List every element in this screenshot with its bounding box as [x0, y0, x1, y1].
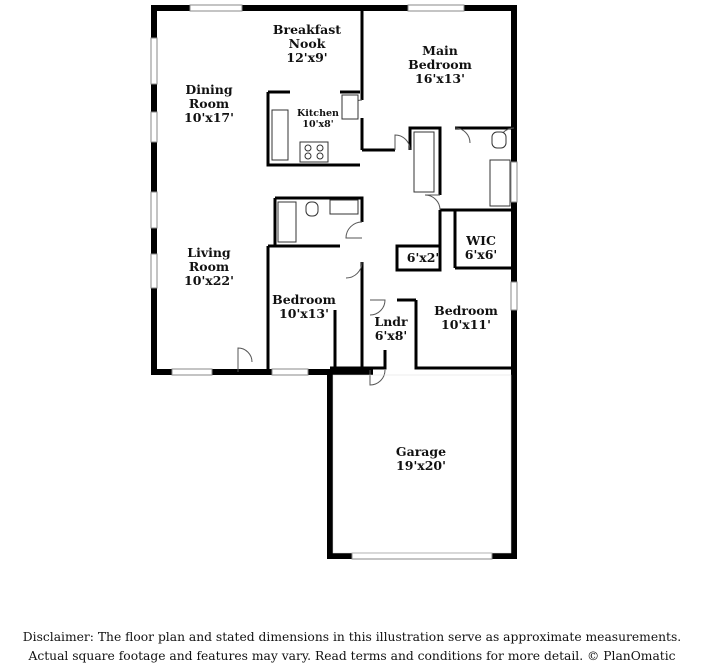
room-dims: 10'x13' — [279, 306, 329, 321]
bathtub-main — [489, 159, 511, 207]
room-dims: 16'x13' — [415, 71, 465, 86]
room-label-living-room: Living Room 10'x22' — [184, 246, 234, 288]
floor-plan — [150, 4, 518, 560]
room-name: Kitchen — [297, 108, 339, 119]
room-label-kitchen: Kitchen 10'x8' — [297, 108, 339, 130]
room-label-breakfast-nook: Breakfast Nook 12'x9' — [273, 23, 341, 65]
room-label-bedroom-2: Bedroom 10'x13' — [272, 293, 336, 321]
fridge — [341, 94, 359, 120]
garage-floor — [332, 374, 512, 554]
disclaimer-line-2: Actual square footage and features may v… — [28, 649, 676, 663]
interior-walls — [266, 8, 514, 372]
vanity-hall — [329, 199, 359, 215]
room-name: WIC — [466, 233, 496, 248]
room-dims: 6'x6' — [464, 247, 498, 262]
room-label-closet: 6'x2' — [407, 251, 440, 265]
disclaimer-line-1: Disclaimer: The floor plan and stated di… — [22, 630, 682, 644]
stove — [299, 141, 329, 163]
room-name: Bedroom — [434, 303, 498, 318]
room-name: Bedroom — [272, 292, 336, 307]
disclaimer: Disclaimer: The floor plan and stated di… — [0, 628, 704, 666]
room-dims: 10'x22' — [184, 273, 234, 288]
room-dims: 10'x17' — [184, 110, 234, 125]
room-name: Main Bedroom — [408, 43, 472, 72]
vanity-main — [413, 131, 435, 193]
toilet-main — [491, 131, 507, 149]
room-label-dining-room: Dining Room 10'x17' — [184, 83, 234, 125]
room-dims: 12'x9' — [286, 50, 328, 65]
room-dims: 6'x8' — [374, 328, 408, 343]
room-dims: 10'x11' — [441, 317, 491, 332]
room-label-bedroom-3: Bedroom 10'x11' — [434, 304, 498, 332]
room-label-laundry: Lndr 6'x8' — [374, 315, 407, 343]
fixtures — [271, 94, 511, 243]
room-name: Garage — [395, 444, 447, 459]
room-name: Lndr — [374, 314, 408, 329]
kitchen-counter — [271, 109, 289, 161]
room-label-wic: WIC 6'x6' — [465, 234, 498, 262]
room-label-garage: Garage 19'x20' — [396, 445, 446, 473]
room-name: Dining Room — [185, 82, 233, 111]
room-dims: 6'x2' — [406, 250, 440, 265]
room-label-main-bedroom: Main Bedroom 16'x13' — [408, 44, 472, 86]
room-name: Breakfast Nook — [272, 22, 342, 51]
room-dims: 19'x20' — [396, 458, 446, 473]
windows — [150, 4, 518, 560]
bathtub-hall — [277, 201, 297, 243]
room-name: Living Room — [187, 245, 231, 274]
toilet-hall — [305, 201, 319, 217]
room-dims: 10'x8' — [302, 119, 334, 130]
